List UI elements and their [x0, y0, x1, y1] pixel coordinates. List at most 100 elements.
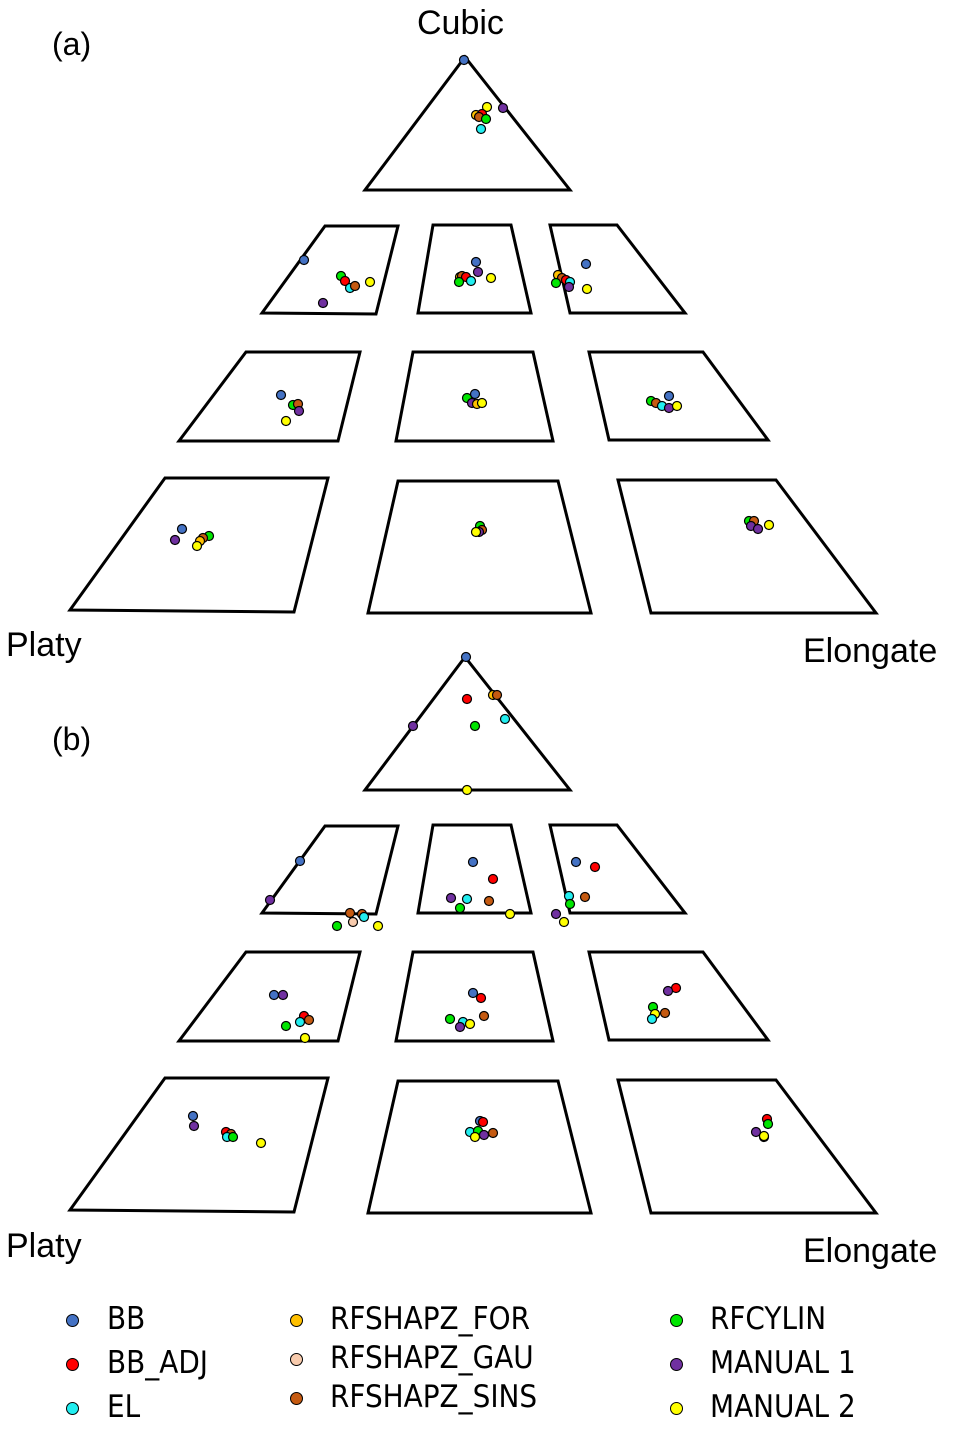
- point-rfcylin: [227, 1131, 239, 1143]
- point-el: [294, 1016, 306, 1028]
- point-rfshapz-sins: [349, 280, 361, 292]
- shape-panel-a-5: [394, 350, 555, 443]
- point-manual-2: [671, 400, 683, 412]
- point-bb: [187, 1110, 199, 1122]
- point-manual-2: [504, 908, 516, 920]
- point-rfcylin: [444, 1013, 456, 1025]
- shape-panel-b-3: [548, 823, 689, 915]
- point-rfshapz-sins: [579, 891, 591, 903]
- shape-panel-b-5: [394, 950, 555, 1043]
- legend-label: RFSHAPZ_SINS: [330, 1379, 538, 1415]
- point-manual-2: [372, 920, 384, 932]
- point-el: [358, 911, 370, 923]
- point-manual-1: [563, 281, 575, 293]
- elongate-label-b: Elongate: [803, 1232, 938, 1270]
- point-bb: [176, 523, 188, 535]
- point-manual-2: [476, 397, 488, 409]
- point-bb: [268, 989, 280, 1001]
- point-el: [646, 1013, 658, 1025]
- shape-panel-a-9: [616, 478, 880, 615]
- shape-panel-a-4: [175, 350, 362, 443]
- point-el: [461, 893, 473, 905]
- shape-panel-a-7: [67, 476, 330, 614]
- legend-marker-rfcylin: [670, 1314, 683, 1327]
- legend-label: RFSHAPZ_GAU: [330, 1340, 534, 1376]
- point-rfcylin: [480, 113, 492, 125]
- point-bb: [458, 54, 470, 66]
- point-bb: [469, 388, 481, 400]
- point-manual-1: [550, 908, 562, 920]
- point-rfcylin: [280, 1020, 292, 1032]
- point-manual-1: [454, 1021, 466, 1033]
- shape-panel-b-9: [616, 1078, 880, 1215]
- point-manual-1: [169, 534, 181, 546]
- point-rfcylin: [469, 720, 481, 732]
- legend-label: RFSHAPZ_FOR: [330, 1301, 531, 1337]
- point-bb: [275, 389, 287, 401]
- point-manual-2: [280, 415, 292, 427]
- legend-label: MANUAL 2: [710, 1389, 856, 1425]
- point-manual-1: [662, 985, 674, 997]
- point-manual-2: [299, 1032, 311, 1044]
- panel-b-tag: (b): [52, 721, 92, 757]
- point-manual-2: [191, 540, 203, 552]
- legend-label: RFCYLIN: [710, 1301, 827, 1337]
- shape-panel-a-1: [259, 224, 400, 316]
- legend-label: MANUAL 1: [710, 1345, 856, 1381]
- shape-panel-b-6: [587, 950, 771, 1042]
- point-rfshapz-sins: [487, 1127, 499, 1139]
- point-manual-2: [558, 916, 570, 928]
- legend-marker-bb-adj: [66, 1358, 79, 1371]
- point-rfcylin: [762, 1118, 774, 1130]
- point-manual-1: [478, 1129, 490, 1141]
- point-manual-2: [464, 1018, 476, 1030]
- point-el: [475, 123, 487, 135]
- platy-label-b: Platy: [6, 1227, 82, 1265]
- legend-marker-manual-2: [670, 1402, 683, 1415]
- point-bb: [460, 651, 472, 663]
- point-manual-2: [469, 1131, 481, 1143]
- point-manual-1: [264, 894, 276, 906]
- legend-marker-rfshapz-sins: [290, 1392, 303, 1405]
- point-el: [499, 713, 511, 725]
- platy-label-a: Platy: [6, 626, 82, 664]
- point-bb-adj: [339, 275, 351, 287]
- shape-panel-b-4: [175, 950, 362, 1043]
- shape-panel-b-2: [416, 823, 533, 915]
- point-bb: [570, 856, 582, 868]
- point-bb-adj: [589, 861, 601, 873]
- point-bb: [580, 258, 592, 270]
- legend-marker-manual-1: [670, 1358, 683, 1371]
- point-bb: [470, 256, 482, 268]
- point-rfcylin: [454, 902, 466, 914]
- point-manual-1: [188, 1120, 200, 1132]
- panel-a-tag: (a): [52, 26, 92, 62]
- point-manual-2: [481, 101, 493, 113]
- legend-marker-el: [66, 1402, 79, 1415]
- shape-panel-b-8: [366, 1079, 593, 1215]
- point-bb-adj: [461, 693, 473, 705]
- point-bb-adj: [475, 992, 487, 1004]
- point-rfshapz-sins: [491, 689, 503, 701]
- point-rfcylin: [453, 276, 465, 288]
- point-manual-2: [485, 272, 497, 284]
- point-manual-1: [497, 102, 509, 114]
- point-manual-1: [407, 720, 419, 732]
- legend-marker-rfshapz-gau: [290, 1353, 303, 1366]
- shape-panel-a-2: [416, 223, 533, 315]
- point-bb: [298, 254, 310, 266]
- point-manual-1: [750, 1126, 762, 1138]
- point-rfcylin: [331, 920, 343, 932]
- shape-panel-b-1: [259, 824, 400, 916]
- point-manual-1: [317, 297, 329, 309]
- legend-label: BB_ADJ: [107, 1345, 209, 1381]
- point-manual-1: [472, 266, 484, 278]
- legend-marker-rfshapz-for: [290, 1314, 303, 1327]
- point-rfshapz-sins: [483, 895, 495, 907]
- point-manual-1: [293, 405, 305, 417]
- cubic-label: Cubic: [417, 4, 504, 42]
- point-rfcylin: [550, 277, 562, 289]
- legend-label: EL: [107, 1389, 141, 1425]
- point-bb: [294, 855, 306, 867]
